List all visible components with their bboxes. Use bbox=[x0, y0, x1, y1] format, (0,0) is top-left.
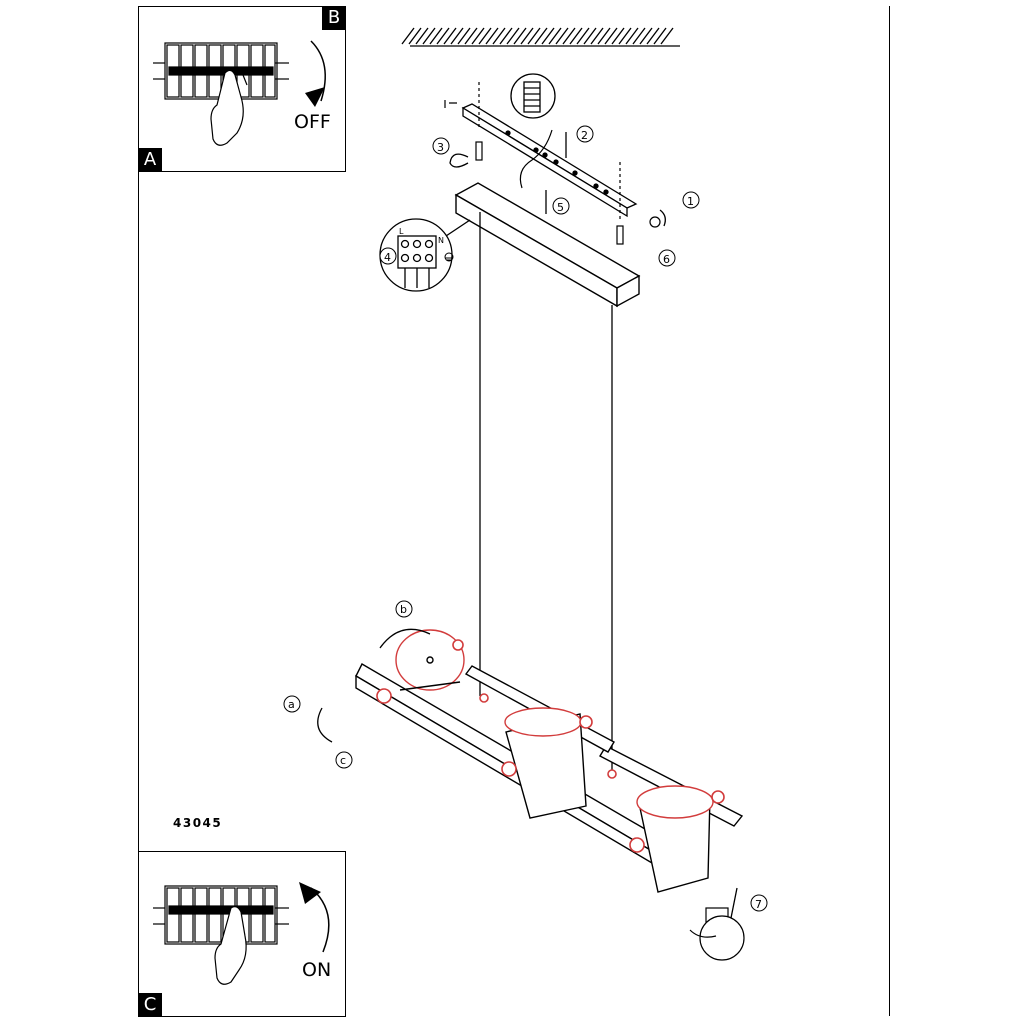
terminal-label-n: N bbox=[438, 236, 444, 245]
hatch-stroke bbox=[569, 27, 583, 45]
svg-text:3: 3 bbox=[437, 141, 444, 154]
hatch-stroke bbox=[555, 27, 569, 45]
hatch-stroke bbox=[513, 27, 527, 45]
hatch-stroke bbox=[562, 27, 576, 45]
hatch-stroke bbox=[632, 27, 646, 45]
hatch-stroke bbox=[576, 27, 590, 45]
terminal-block-zoom bbox=[379, 218, 471, 292]
spot-head-left bbox=[395, 629, 465, 691]
supply-cable bbox=[519, 129, 553, 189]
adjustment-knobs bbox=[376, 639, 725, 853]
terminal-label-l: L bbox=[399, 227, 404, 236]
svg-text:7: 7 bbox=[755, 898, 762, 911]
hatch-stroke bbox=[401, 27, 415, 45]
on-label: ON bbox=[302, 959, 332, 981]
hatch-stroke bbox=[443, 27, 457, 45]
hatch-stroke bbox=[457, 27, 471, 45]
step-marker-4: 4 bbox=[379, 247, 397, 265]
hatch-stroke bbox=[534, 27, 548, 45]
hatch-stroke bbox=[415, 27, 429, 45]
hatch-stroke bbox=[597, 27, 611, 45]
hatch-stroke bbox=[611, 27, 625, 45]
page-frame bbox=[138, 6, 890, 1016]
spot-head-right bbox=[636, 785, 714, 893]
switch-off-panel: B A OFF bbox=[138, 6, 346, 172]
hatch-stroke bbox=[506, 27, 520, 45]
step-marker-7: 7 bbox=[750, 894, 768, 912]
detail-marker-c: c bbox=[335, 751, 353, 769]
hatch-stroke bbox=[660, 27, 674, 45]
hatch-stroke bbox=[499, 27, 513, 45]
panel-tag-a: A bbox=[138, 148, 162, 172]
mounting-bracket bbox=[461, 103, 638, 218]
hatch-stroke bbox=[653, 27, 667, 45]
hatch-stroke bbox=[408, 27, 422, 45]
hatch-stroke bbox=[492, 27, 506, 45]
hatch-stroke bbox=[604, 27, 618, 45]
svg-text:5: 5 bbox=[557, 201, 564, 214]
hatch-stroke bbox=[583, 27, 597, 45]
hatch-stroke bbox=[646, 27, 660, 45]
svg-text:b: b bbox=[400, 603, 407, 616]
svg-text:4: 4 bbox=[384, 251, 391, 264]
earth-symbol-icon bbox=[444, 252, 454, 262]
step-marker-6: 6 bbox=[658, 249, 676, 267]
step-marker-3: 3 bbox=[432, 137, 450, 155]
hatch-stroke bbox=[471, 27, 485, 45]
spot-head-middle bbox=[504, 707, 587, 819]
hatch-stroke bbox=[625, 27, 639, 45]
panel-tag-c: C bbox=[138, 993, 162, 1017]
step-marker-2: 2 bbox=[576, 125, 594, 143]
detail-marker-a: a bbox=[283, 695, 301, 713]
switch-on-panel: C ON bbox=[138, 851, 346, 1017]
hatch-stroke bbox=[478, 27, 492, 45]
dowel-screws bbox=[444, 82, 661, 245]
ceiling-hatch bbox=[401, 27, 680, 47]
hatch-stroke bbox=[429, 27, 443, 45]
panel-tag-b: B bbox=[322, 6, 346, 30]
step-marker-1: 1 bbox=[682, 191, 700, 209]
hatch-stroke bbox=[450, 27, 464, 45]
svg-text:1: 1 bbox=[687, 195, 694, 208]
hatch-stroke bbox=[527, 27, 541, 45]
model-number: 43045 bbox=[173, 816, 223, 830]
hatch-stroke bbox=[618, 27, 632, 45]
hatch-stroke bbox=[485, 27, 499, 45]
step-marker-5: 5 bbox=[552, 197, 570, 215]
fuse-box-off-illustration bbox=[153, 40, 326, 146]
svg-text:6: 6 bbox=[663, 253, 670, 266]
hatch-stroke bbox=[464, 27, 478, 45]
off-label: OFF bbox=[294, 111, 331, 133]
hatch-stroke bbox=[436, 27, 450, 45]
canopy-box bbox=[454, 182, 641, 308]
light-bulb bbox=[689, 907, 745, 961]
detail-marker-b: b bbox=[395, 600, 413, 618]
hatch-stroke bbox=[422, 27, 436, 45]
svg-text:2: 2 bbox=[581, 129, 588, 142]
hatch-stroke bbox=[541, 27, 555, 45]
hatch-stroke bbox=[548, 27, 562, 45]
dowel-zoom-icon bbox=[510, 73, 556, 119]
svg-text:a: a bbox=[288, 698, 295, 711]
hatch-stroke bbox=[639, 27, 653, 45]
fuse-box-on-illustration bbox=[153, 882, 330, 985]
hatch-stroke bbox=[520, 27, 534, 45]
hatch-stroke bbox=[590, 27, 604, 45]
rotation-arrows bbox=[317, 132, 738, 919]
svg-text:c: c bbox=[340, 754, 346, 767]
